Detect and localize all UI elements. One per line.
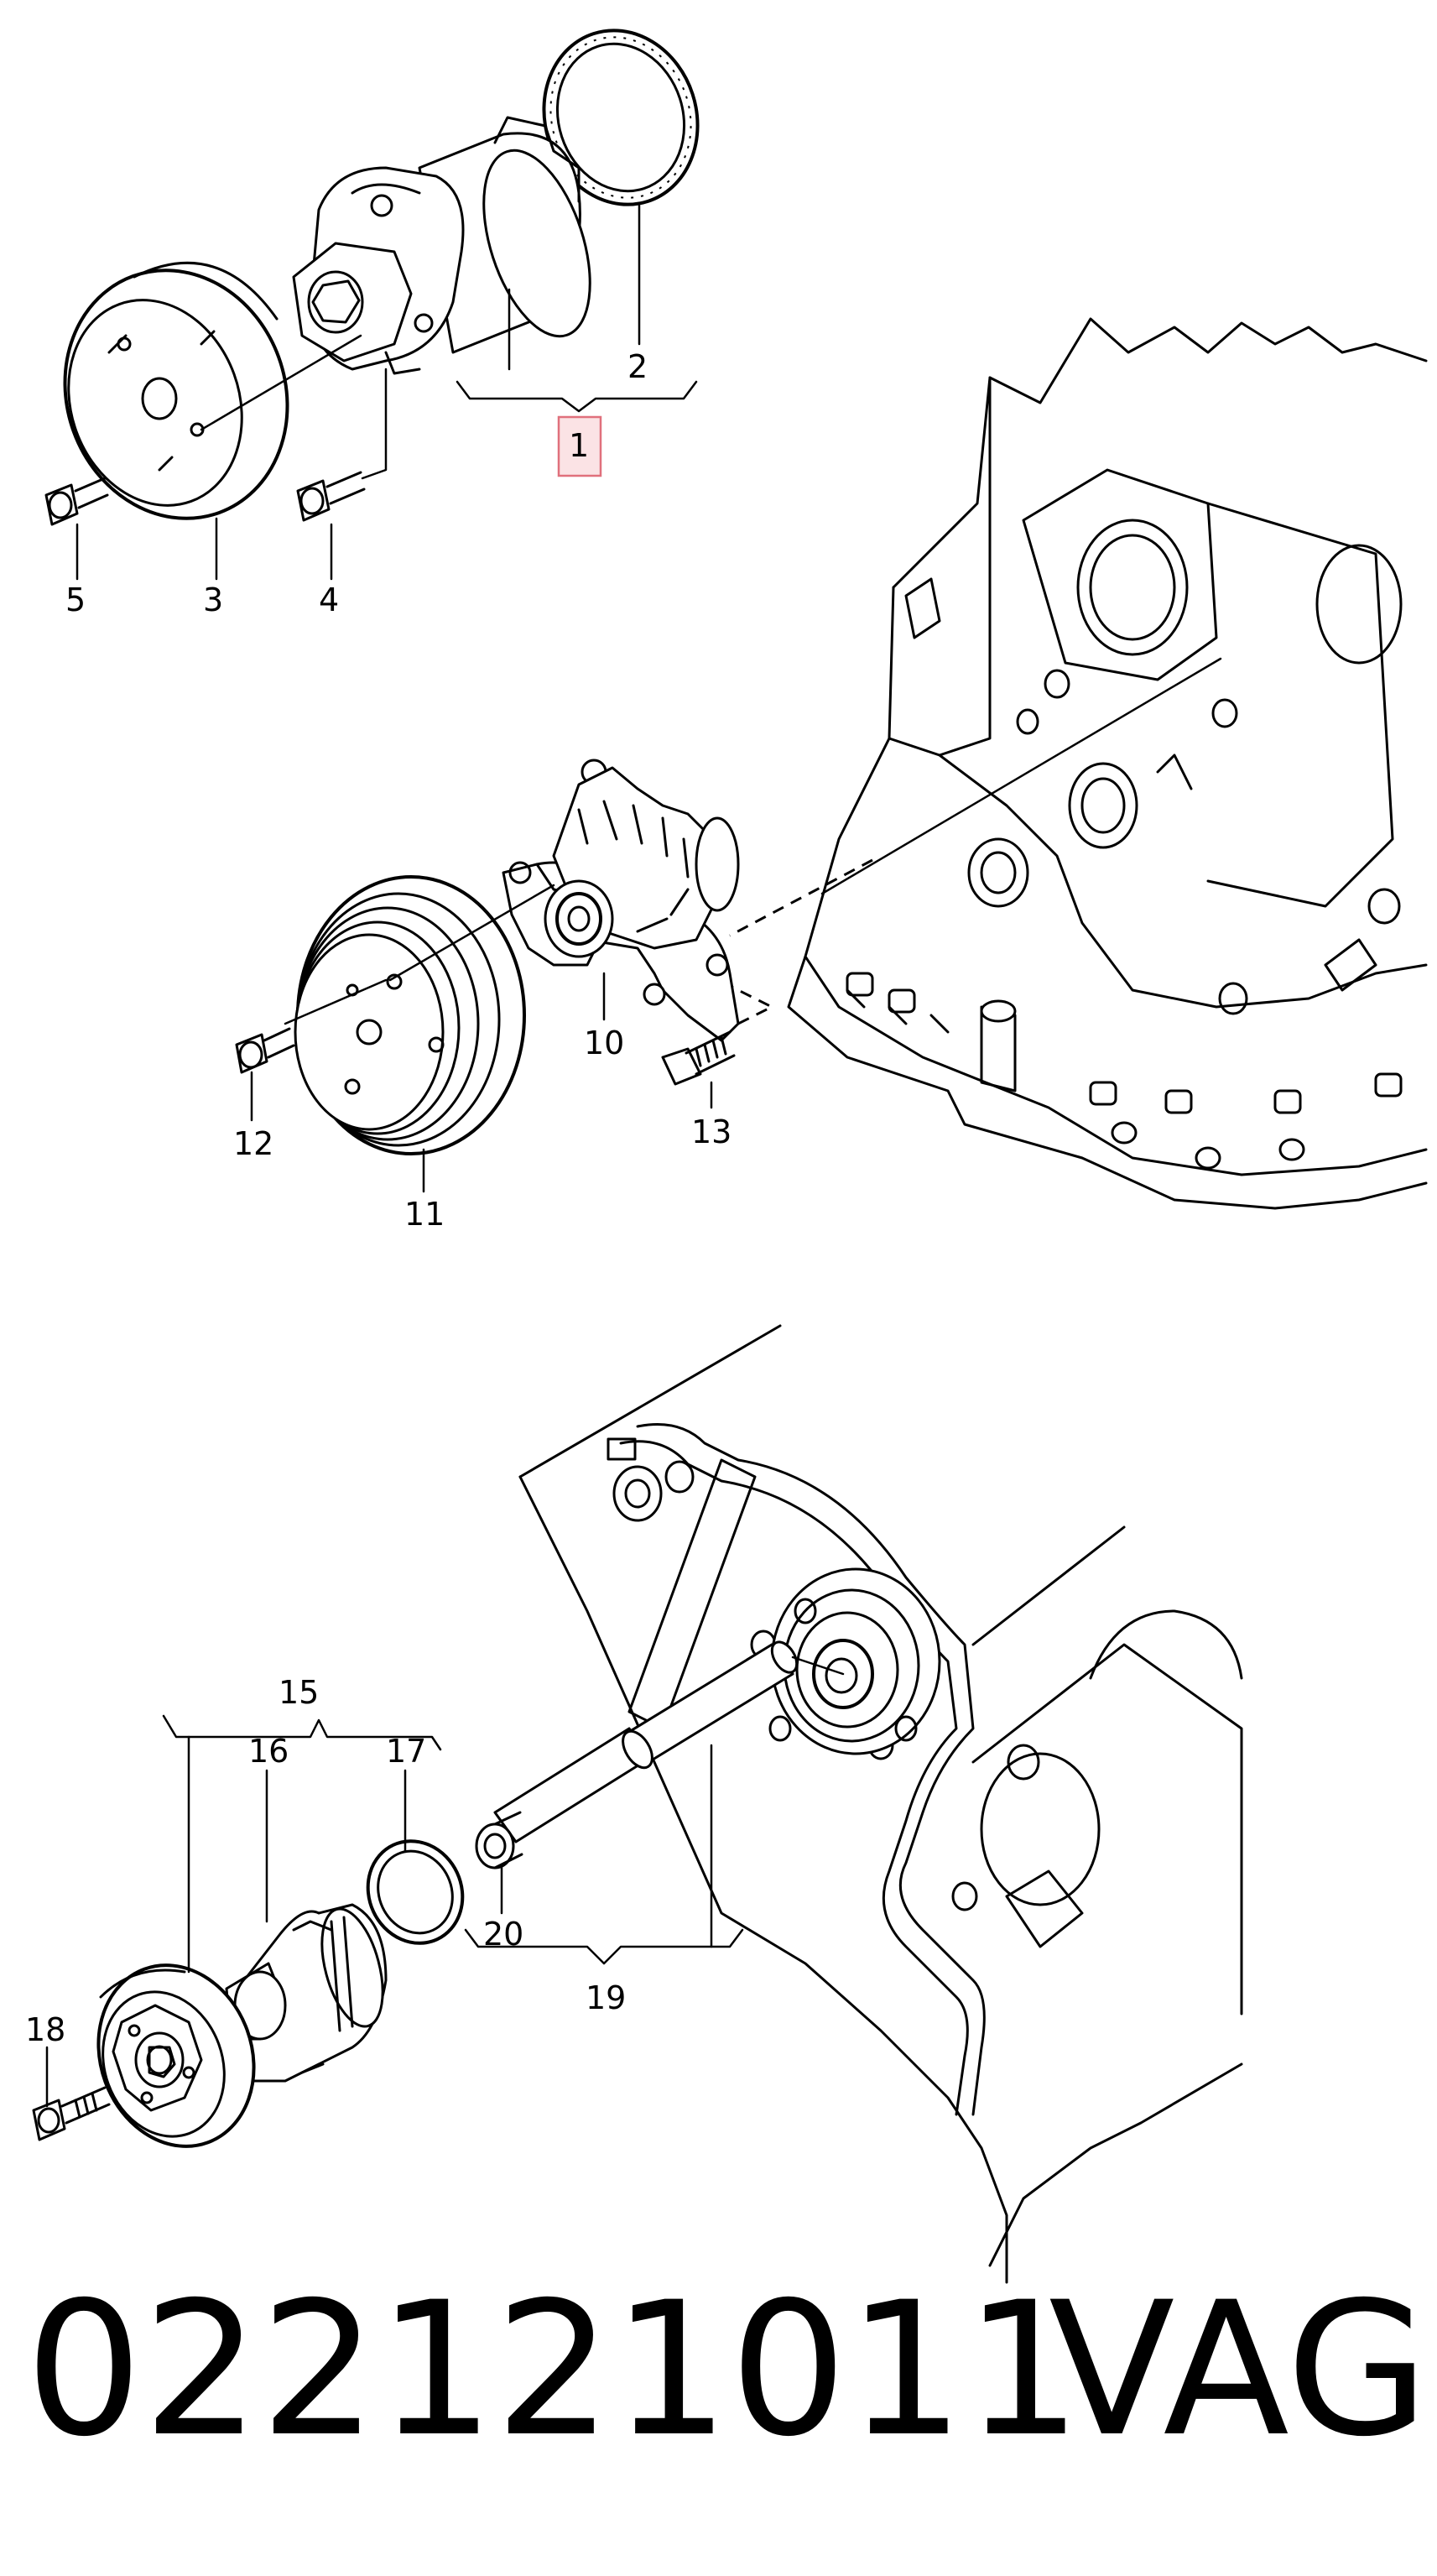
- bolt-4: [296, 368, 388, 522]
- pump-housing-16: [216, 1903, 388, 2083]
- pulley-3: [63, 261, 362, 520]
- bolt-12: [235, 1027, 295, 1074]
- pump-housing-10: [502, 759, 740, 1042]
- bolt-18: [32, 2086, 111, 2141]
- callout-4: 4: [319, 581, 339, 618]
- bolt-5: [44, 477, 109, 526]
- callout-12: 12: [233, 1125, 273, 1162]
- engine-front-cover: [518, 1324, 1243, 2284]
- callout-2: 2: [627, 348, 648, 385]
- pump-drive-pulley: [96, 1963, 256, 2148]
- callout-10: 10: [584, 1025, 624, 1061]
- highlight-box-1: [559, 417, 601, 476]
- water-pump-assembly-top: [44, 29, 700, 581]
- sleeve-20: [475, 1811, 523, 1869]
- water-pump-assembly-bottom: [32, 1640, 845, 2148]
- brand-name: VAG: [1049, 2262, 1429, 2477]
- callout-1: 1: [569, 427, 589, 464]
- callout-19: 19: [586, 1979, 626, 2016]
- coolant-pipe-19: [493, 1640, 845, 1843]
- callout-18: 18: [25, 2011, 65, 2048]
- screw-13: [661, 1030, 736, 1086]
- pump-body: [292, 116, 591, 375]
- callout-20: 20: [483, 1916, 523, 1953]
- o-ring-17: [366, 1839, 465, 1945]
- part-number: 022121011: [25, 2262, 1082, 2477]
- callout-13: 13: [691, 1113, 732, 1150]
- callout-5: 5: [65, 581, 86, 618]
- callout-17: 17: [386, 1733, 426, 1770]
- pulley-11: [284, 875, 555, 1155]
- callout-11: 11: [404, 1196, 445, 1233]
- callout-15: 15: [279, 1674, 319, 1711]
- callout-3: 3: [203, 581, 223, 618]
- engine-block: [704, 317, 1428, 1210]
- water-pump-assembly-middle: [235, 759, 740, 1193]
- callout-16: 16: [248, 1733, 289, 1770]
